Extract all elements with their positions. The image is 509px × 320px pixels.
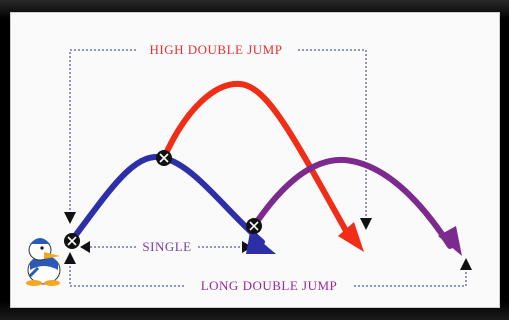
high-double-jump-label: HIGH DOUBLE JUMP (150, 42, 283, 57)
single-left-arrowhead-icon (80, 241, 90, 253)
single-label: SINGLE (142, 239, 191, 254)
long-double-jump-label: LONG DOUBLE JUMP (201, 278, 338, 293)
apex-marker-x-icon (156, 150, 172, 166)
high-guide-left-arrowhead-icon (64, 212, 76, 224)
duck-character-icon (26, 238, 61, 286)
single-jump-arc (69, 153, 265, 245)
high-double-jump-arrowhead-icon (338, 222, 364, 252)
long-guide-right-arrowhead-icon (460, 258, 472, 270)
diagram-panel (10, 12, 500, 308)
second-jump-marker-x-icon (246, 218, 262, 234)
long-double-jump-arc (251, 156, 453, 249)
long-double-jump-arrowhead-icon (438, 226, 462, 256)
high-guide-right-arrowhead-icon (360, 218, 372, 230)
long-guide-left-arrowhead-icon (64, 252, 76, 264)
single-right-arrowhead-icon (242, 241, 252, 253)
start-marker-x-icon (64, 233, 80, 249)
single-jump-arrowhead-icon (246, 232, 276, 254)
